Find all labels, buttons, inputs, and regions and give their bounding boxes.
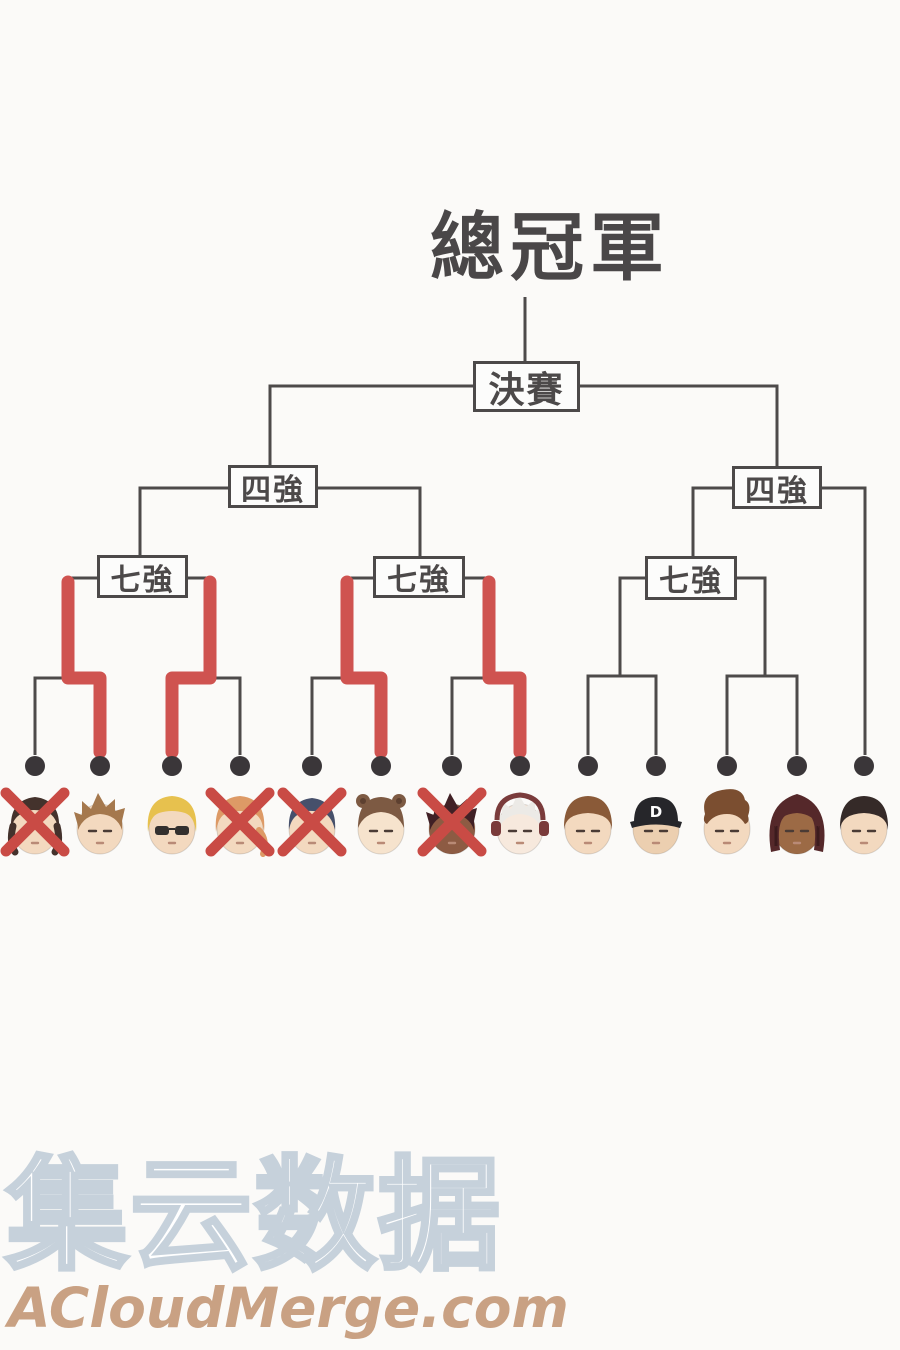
elimination-x-mark (417, 787, 487, 857)
advance-path-player-2 (61, 575, 107, 759)
round-box-semifinal-right: 四強 (732, 466, 822, 509)
round-box-quarterfinal-right: 七強 (645, 556, 737, 600)
round-box-quarterfinal-middle: 七強 (373, 556, 465, 598)
round-box-semifinal-left: 四強 (228, 465, 318, 508)
advance-path-player-6 (340, 575, 388, 759)
player-avatar-2 (65, 786, 135, 858)
round-box-quarterfinal-left: 七強 (97, 555, 188, 598)
advance-paths (61, 575, 527, 759)
elimination-x-mark (277, 787, 347, 857)
player-avatar-9 (553, 786, 623, 858)
player-avatar-4-eliminated (205, 786, 275, 858)
svg-text:D: D (650, 803, 662, 821)
player-avatar-row: D (0, 786, 899, 858)
player-avatar-10: D (621, 786, 691, 858)
player-avatar-13 (829, 786, 899, 858)
player-dots (25, 756, 874, 776)
player-avatar-6 (346, 786, 416, 858)
elimination-x-mark (205, 787, 275, 857)
player-avatar-7-eliminated (417, 786, 487, 858)
advance-path-player-8 (482, 575, 527, 759)
player-avatar-3 (137, 786, 207, 858)
player-avatar-12 (762, 786, 832, 858)
advance-path-player-3 (165, 575, 217, 759)
watermark-latin: ACloudMerge.com (8, 1276, 569, 1340)
player-avatar-11 (692, 786, 762, 858)
watermark-cjk: 集云数据 (4, 1145, 502, 1287)
player-avatar-1-eliminated (0, 786, 70, 858)
elimination-x-mark (0, 787, 70, 857)
page-title: 總冠軍 (430, 205, 670, 291)
player-avatar-5-eliminated (277, 786, 347, 858)
round-box-final: 決賽 (473, 361, 580, 412)
player-avatar-8 (485, 786, 555, 858)
